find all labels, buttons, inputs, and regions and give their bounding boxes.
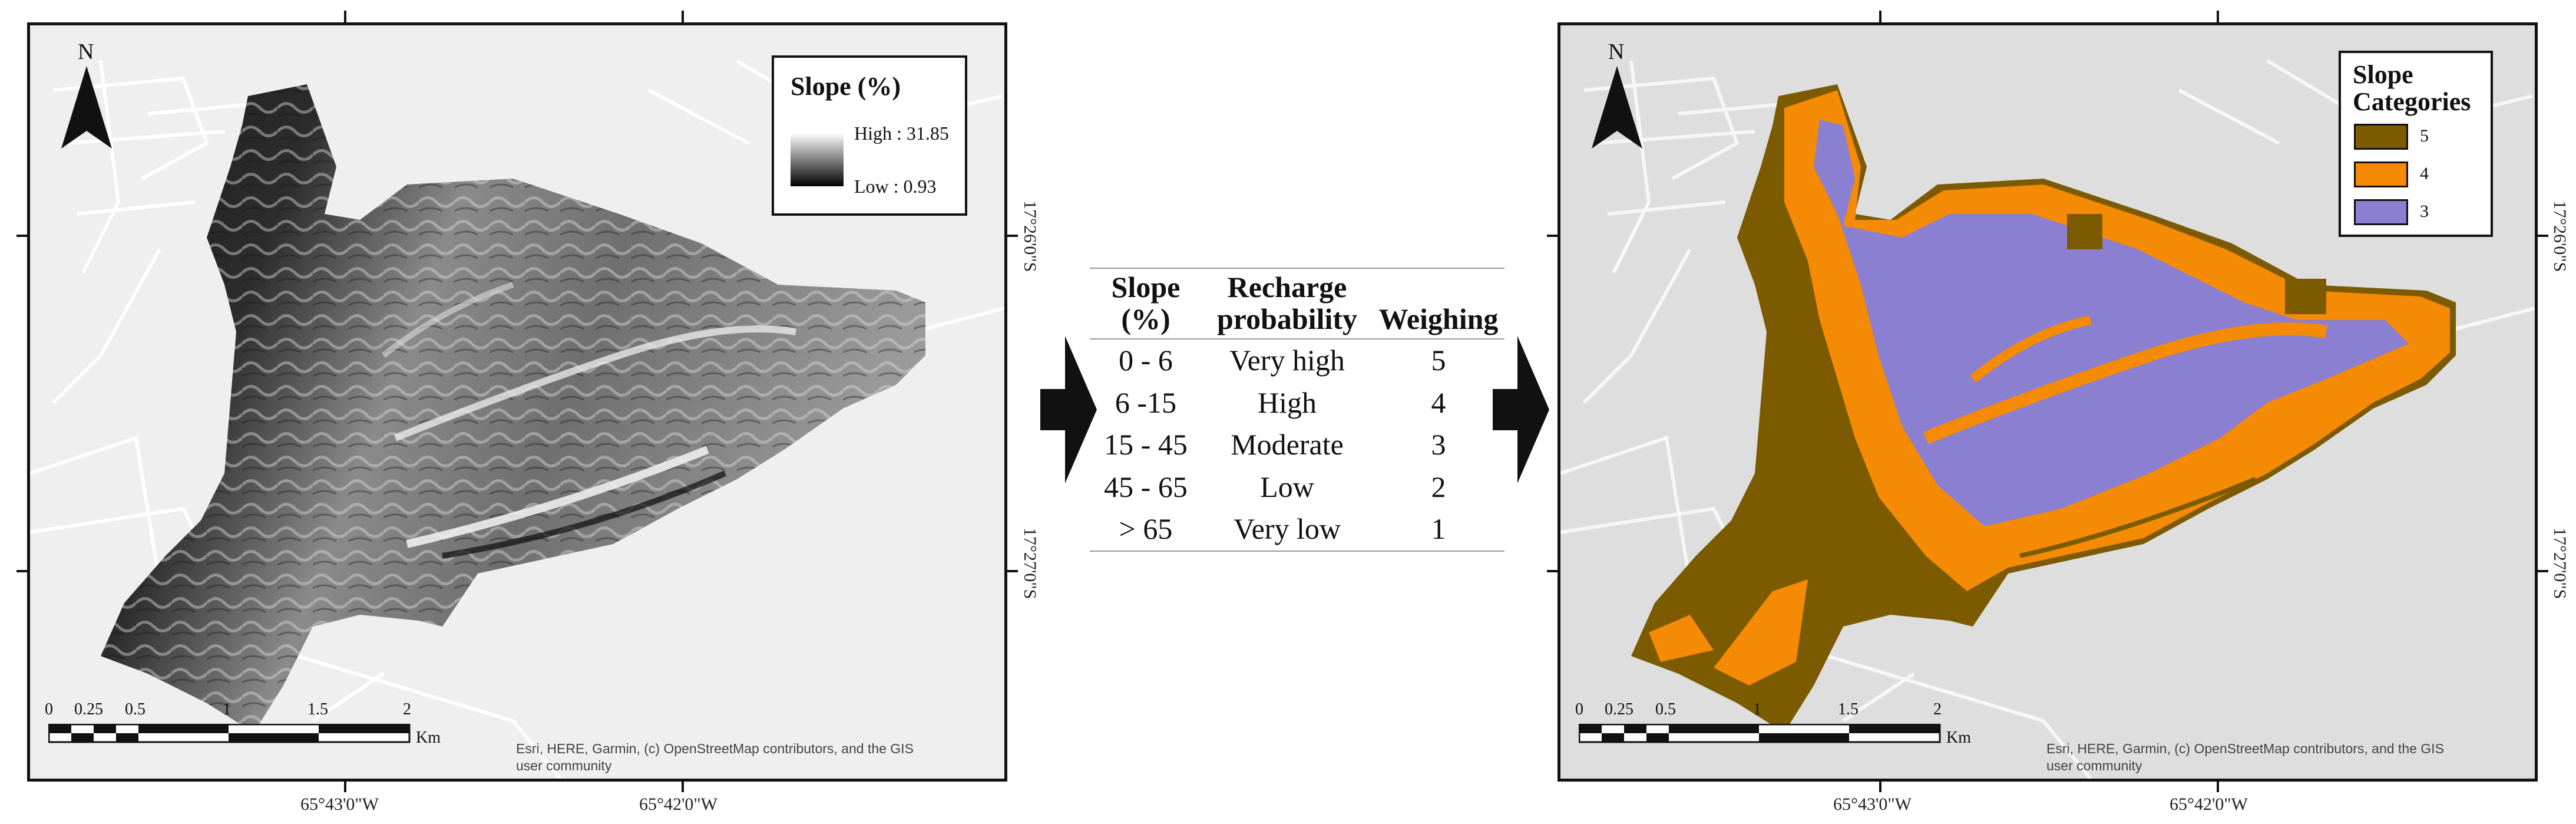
right-attribution: Esri, HERE, Garmin, (c) OpenStreetMap co… xyxy=(2046,741,2444,773)
cell-weighing: 4 xyxy=(1431,385,1446,419)
right-scale-tick-0: 0 xyxy=(1575,700,1583,718)
table-row: 0 - 6 Very high 5 xyxy=(1090,339,1504,382)
right-legend: Slope Categories 5 4 3 xyxy=(2339,51,2493,237)
left-legend-gradient xyxy=(791,133,844,186)
cell-probability: Very low xyxy=(1234,512,1341,545)
right-map-y-coord-1: 17°26'0"S xyxy=(2550,200,2570,272)
right-map-canvas xyxy=(1560,59,2535,779)
table-row: 45 - 65 Low 2 xyxy=(1090,466,1504,509)
left-map-tick-left-2 xyxy=(16,570,27,572)
left-map-x-coord-1: 65°43'0"W xyxy=(300,795,379,814)
right-map-tick-left-1 xyxy=(1547,235,1557,237)
left-map-tick-right-2 xyxy=(1007,570,1018,572)
left-scale-tick-3: 1 xyxy=(223,700,231,718)
right-map-tick-left-2 xyxy=(1547,570,1557,572)
left-legend-title: Slope (%) xyxy=(791,72,901,101)
right-legend-swatch-4 xyxy=(2354,161,2408,187)
right-map-y-coord-2: 17°27'0"S xyxy=(2550,528,2570,599)
arrow-right-icon-2 xyxy=(1493,336,1549,483)
left-map-y-coord-1: 17°26'0"S xyxy=(1020,200,1040,272)
table-row: > 65 Very low 1 xyxy=(1090,508,1504,551)
left-scale-tick-1: 0.25 xyxy=(74,700,103,718)
cell-weighing: 2 xyxy=(1431,470,1446,503)
cell-slope: 15 - 45 xyxy=(1104,428,1188,461)
left-legend-low: Low : 0.93 xyxy=(854,176,937,197)
left-map-canvas xyxy=(30,59,1004,779)
right-scale-tick-4: 1.5 xyxy=(1838,700,1859,718)
right-scale-tick-3: 1 xyxy=(1753,700,1761,718)
cell-weighing: 5 xyxy=(1431,344,1446,377)
right-map-tick-bottom-2 xyxy=(2217,782,2219,792)
table-row: 6 -15 High 4 xyxy=(1090,382,1504,424)
left-north-arrow-icon xyxy=(61,66,112,149)
right-legend-swatch-5 xyxy=(2354,124,2408,150)
left-scale-tick-4: 1.5 xyxy=(307,700,328,718)
left-scale-tick-0: 0 xyxy=(45,700,53,718)
left-legend-high: High : 31.85 xyxy=(854,123,949,144)
recharge-table-header-row: Slope (%) Recharge probability Weighing xyxy=(1090,268,1504,340)
right-scale-bar xyxy=(1579,724,1941,743)
left-map-y-coord-2: 17°27'0"S xyxy=(1020,528,1040,599)
right-map-x-coord-2: 65°42'0"W xyxy=(2170,795,2248,814)
left-scale-bar xyxy=(48,724,411,743)
header-slope: Slope (%) xyxy=(1090,268,1202,340)
table-row: 15 - 45 Moderate 3 xyxy=(1090,424,1504,466)
cell-probability: Moderate xyxy=(1231,428,1344,461)
cell-slope: 45 - 65 xyxy=(1104,470,1188,503)
right-legend-label-4: 4 xyxy=(2420,164,2429,183)
right-map-tick-bottom-1 xyxy=(1879,782,1881,792)
right-map-tick-right-1 xyxy=(2538,235,2548,237)
cell-probability: Very high xyxy=(1229,344,1345,377)
left-scale-unit: Km xyxy=(416,729,441,747)
left-map-tick-bottom-1 xyxy=(344,782,346,792)
right-legend-label-5: 5 xyxy=(2420,126,2429,146)
left-attribution: Esri, HERE, Garmin, (c) OpenStreetMap co… xyxy=(516,741,914,773)
right-north-arrow-icon xyxy=(1592,66,1642,149)
cell-probability: Low xyxy=(1260,470,1314,503)
left-legend: Slope (%) High : 31.85 Low : 0.93 xyxy=(772,55,967,216)
right-legend-label-3: 3 xyxy=(2420,202,2429,221)
cell-probability: High xyxy=(1258,385,1317,419)
left-north-label: N xyxy=(78,39,94,64)
cell-slope: 6 -15 xyxy=(1115,385,1177,419)
cell-weighing: 1 xyxy=(1431,512,1446,545)
left-map-tick-top-1 xyxy=(344,11,346,22)
cell-slope: 0 - 6 xyxy=(1119,344,1173,377)
header-recharge-probability: Recharge probability xyxy=(1202,268,1373,340)
left-map-tick-bottom-2 xyxy=(682,782,684,792)
right-map-tick-top-2 xyxy=(2217,11,2219,22)
left-map-tick-top-2 xyxy=(682,11,684,22)
left-scale-tick-2: 0.5 xyxy=(125,700,146,718)
arrow-right-icon-1 xyxy=(1040,336,1097,483)
right-map-x-coord-1: 65°43'0"W xyxy=(1833,795,1912,814)
right-scale-tick-1: 0.25 xyxy=(1605,700,1633,718)
slope-categories-raster xyxy=(1631,84,2456,733)
right-map-tick-right-2 xyxy=(2538,570,2548,572)
left-scale-tick-5: 2 xyxy=(403,700,411,718)
left-map-tick-left-1 xyxy=(16,235,27,237)
right-scale-unit: Km xyxy=(1946,729,1971,747)
right-scale-tick-5: 2 xyxy=(1933,700,1942,718)
left-map-tick-right-1 xyxy=(1007,235,1018,237)
header-weighing: Weighing xyxy=(1373,268,1504,340)
cell-weighing: 3 xyxy=(1431,428,1446,461)
right-north-label: N xyxy=(1608,39,1625,64)
cell-slope: > 65 xyxy=(1119,512,1173,545)
right-scale-tick-2: 0.5 xyxy=(1655,700,1676,718)
right-legend-title: Slope Categories xyxy=(2353,60,2471,117)
left-map-x-coord-2: 65°42'0"W xyxy=(639,795,717,814)
right-map-tick-top-1 xyxy=(1879,11,1881,22)
recharge-table: Slope (%) Recharge probability Weighing … xyxy=(1090,268,1504,552)
slope-raster xyxy=(101,84,925,733)
right-legend-swatch-3 xyxy=(2354,199,2408,225)
